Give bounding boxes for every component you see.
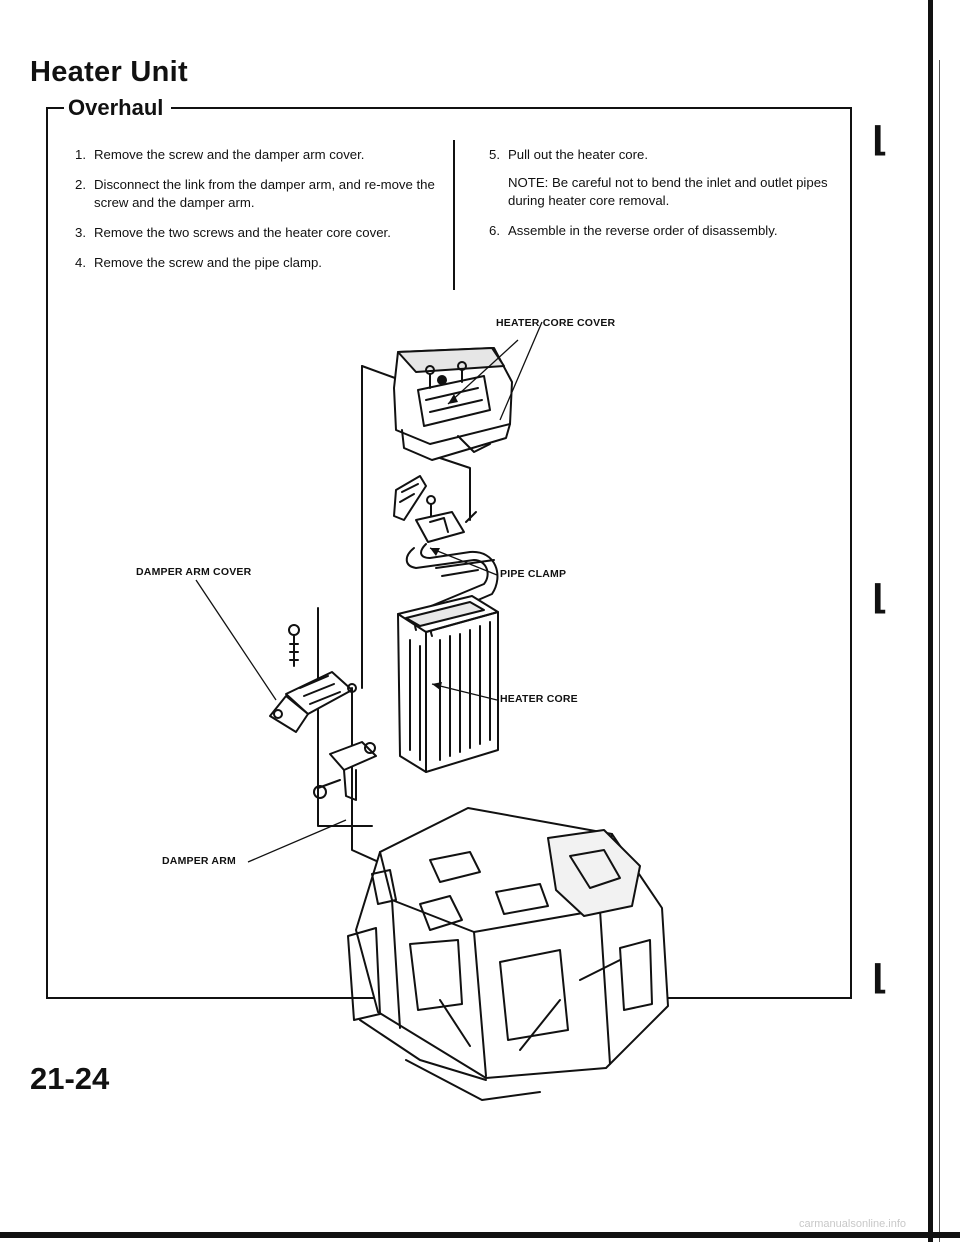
page-title: Heater Unit bbox=[30, 56, 188, 88]
heater-housing-part bbox=[347, 807, 669, 1101]
section-rule-right bbox=[850, 107, 852, 999]
step-number: 1. bbox=[75, 147, 86, 162]
section-title: Overhaul bbox=[64, 95, 172, 121]
page-number: 21-24 bbox=[30, 1061, 110, 1096]
heater-core-part bbox=[397, 595, 499, 773]
callout-pipe-clamp: PIPE CLAMP bbox=[500, 568, 567, 580]
step-text: Pull out the heater core. bbox=[508, 147, 649, 162]
section-rule-top bbox=[46, 107, 850, 109]
callout-leader bbox=[195, 579, 277, 701]
leader-arrowhead bbox=[448, 394, 458, 404]
step-text: Remove the screw and the damper arm cove… bbox=[94, 147, 365, 162]
binding-edge-thin bbox=[939, 60, 940, 1242]
step-note: NOTE: Be careful not to bend the inlet a… bbox=[508, 175, 828, 208]
callout-leader bbox=[247, 819, 347, 863]
step-number: 4. bbox=[75, 255, 86, 270]
leader-arrowhead bbox=[430, 548, 440, 556]
callout-leader bbox=[431, 683, 498, 701]
step-text: Disconnect the link from the damper arm,… bbox=[94, 177, 435, 210]
callout-leader bbox=[429, 547, 498, 576]
step-number: 6. bbox=[489, 223, 500, 238]
step-item: 6. Assemble in the reverse order of disas… bbox=[478, 222, 843, 240]
callout-leader bbox=[499, 321, 543, 421]
step-item: 3. Remove the two screws and the heater c… bbox=[64, 224, 436, 242]
step-text: Remove the screw and the pipe clamp. bbox=[94, 255, 322, 270]
binding-mark: ⌊ bbox=[872, 579, 888, 617]
step-number: 3. bbox=[75, 225, 86, 240]
bracket-line-mid bbox=[439, 457, 471, 521]
callout-heater-core-cover: HEATER CORE COVER bbox=[496, 317, 616, 329]
bracket-line-damper-arm bbox=[351, 687, 393, 869]
steps-left-list: 1. Remove the screw and the damper arm co… bbox=[64, 146, 436, 284]
bracket-line-upper bbox=[361, 365, 396, 409]
binding-mark: ⌊ bbox=[872, 959, 888, 997]
section-rule-left bbox=[46, 107, 48, 999]
step-item: 4. Remove the screw and the pipe clamp. bbox=[64, 254, 436, 272]
step-item: 2. Disconnect the link from the damper ar… bbox=[64, 176, 436, 212]
pipe-seal-part bbox=[393, 475, 427, 521]
steps-right-list: 5. Pull out the heater core. NOTE: Be care… bbox=[478, 146, 843, 252]
step-item: 1. Remove the screw and the damper arm co… bbox=[64, 146, 436, 164]
watermark: carmanualsonline.info bbox=[798, 1218, 906, 1230]
bottom-edge bbox=[0, 1232, 960, 1238]
callout-damper-arm-cover: DAMPER ARM COVER bbox=[136, 566, 252, 578]
screw-part bbox=[288, 624, 300, 667]
step-item: 5. Pull out the heater core. NOTE: Be care… bbox=[478, 146, 843, 210]
step-text: Assemble in the reverse order of disasse… bbox=[508, 223, 778, 238]
callout-leader bbox=[447, 339, 519, 405]
leader-arrowhead bbox=[432, 682, 442, 690]
damper-arm-cover-part bbox=[269, 671, 357, 733]
damper-arm-part bbox=[313, 741, 377, 801]
binding-edge bbox=[928, 0, 933, 1242]
step-number: 5. bbox=[489, 147, 500, 162]
callout-heater-core: HEATER CORE bbox=[500, 693, 578, 705]
callout-damper-arm: DAMPER ARM bbox=[162, 855, 236, 867]
screw-part bbox=[425, 361, 467, 521]
pipe-clamp-part bbox=[415, 511, 477, 543]
column-divider bbox=[453, 140, 455, 290]
binding-mark: ⌊ bbox=[872, 121, 888, 159]
heater-core-cover-part bbox=[393, 347, 513, 461]
step-text: Remove the two screws and the heater cor… bbox=[94, 225, 391, 240]
step-number: 2. bbox=[75, 177, 86, 192]
